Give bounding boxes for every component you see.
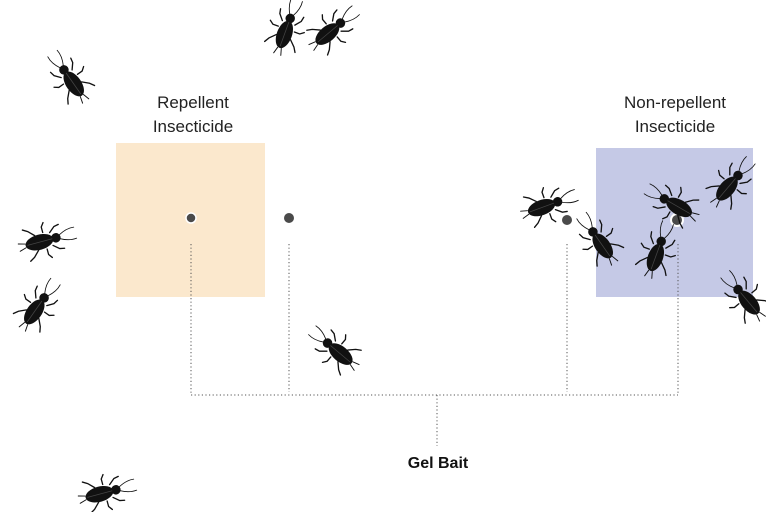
label-line: Insecticide: [634, 117, 716, 136]
cockroach-icon: [13, 214, 81, 266]
cockroach-icon: [37, 42, 102, 113]
bait-dot-left-open: [284, 213, 294, 223]
cockroach-icon: [299, 315, 369, 382]
cockroach-icon: [299, 0, 369, 62]
label-line: Non-repellent: [623, 93, 727, 112]
label-line: Repellent: [157, 93, 229, 112]
cockroach-icon: [515, 177, 584, 233]
non-repellent-insecticide-label: Non-repellent Insecticide: [600, 91, 750, 139]
cockroach-icon: [73, 466, 141, 517]
connector-lines: [190, 244, 679, 446]
bait-dot-right-open: [562, 215, 572, 225]
bait-dot-repellent: [185, 212, 197, 224]
repellent-insecticide-label: Repellent Insecticide: [118, 91, 268, 139]
gel-bait-label: Gel Bait: [407, 455, 469, 472]
label-line: Insecticide: [152, 117, 234, 136]
cockroach-icon: [259, 0, 315, 61]
cockroach-icon: [6, 270, 71, 341]
